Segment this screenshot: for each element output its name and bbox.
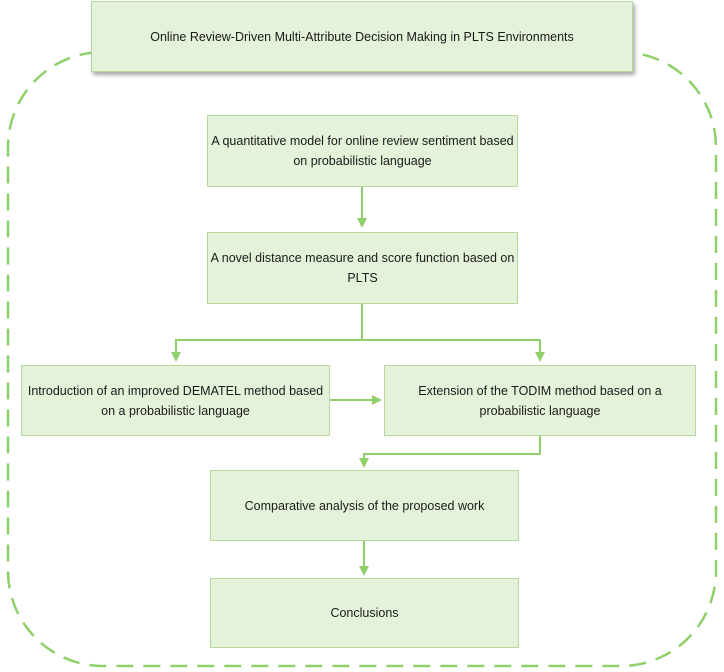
step-distance-measure: A novel distance measure and score funct… xyxy=(207,232,518,304)
step-sentiment-model: A quantitative model for online review s… xyxy=(207,115,518,187)
arrow-step2-to-step3 xyxy=(171,304,363,362)
step-comparative-analysis-text: Comparative analysis of the proposed wor… xyxy=(244,498,485,513)
diagram-title-text: Online Review-Driven Multi-Attribute Dec… xyxy=(150,29,574,44)
arrow-step2-to-step4 xyxy=(362,339,545,362)
step-todim-method-text: Extension of the TODIM method based on a… xyxy=(418,383,662,418)
step-distance-measure-text: A novel distance measure and score funct… xyxy=(210,251,515,285)
step-dematel-method-text: Introduction of an improved DEMATEL meth… xyxy=(27,383,324,418)
step-conclusions-text: Conclusions xyxy=(330,606,399,620)
step-sentiment-model-text: A quantitative model for online review s… xyxy=(211,134,514,168)
step-conclusions: Conclusions xyxy=(210,578,519,648)
step-dematel-method: Introduction of an improved DEMATEL meth… xyxy=(21,365,330,436)
step-todim-method: Extension of the TODIM method based on a… xyxy=(384,365,696,436)
arrow-step4-to-step5 xyxy=(359,436,541,468)
step-comparative-analysis: Comparative analysis of the proposed wor… xyxy=(210,470,519,541)
diagram-title: Online Review-Driven Multi-Attribute Dec… xyxy=(91,1,633,72)
